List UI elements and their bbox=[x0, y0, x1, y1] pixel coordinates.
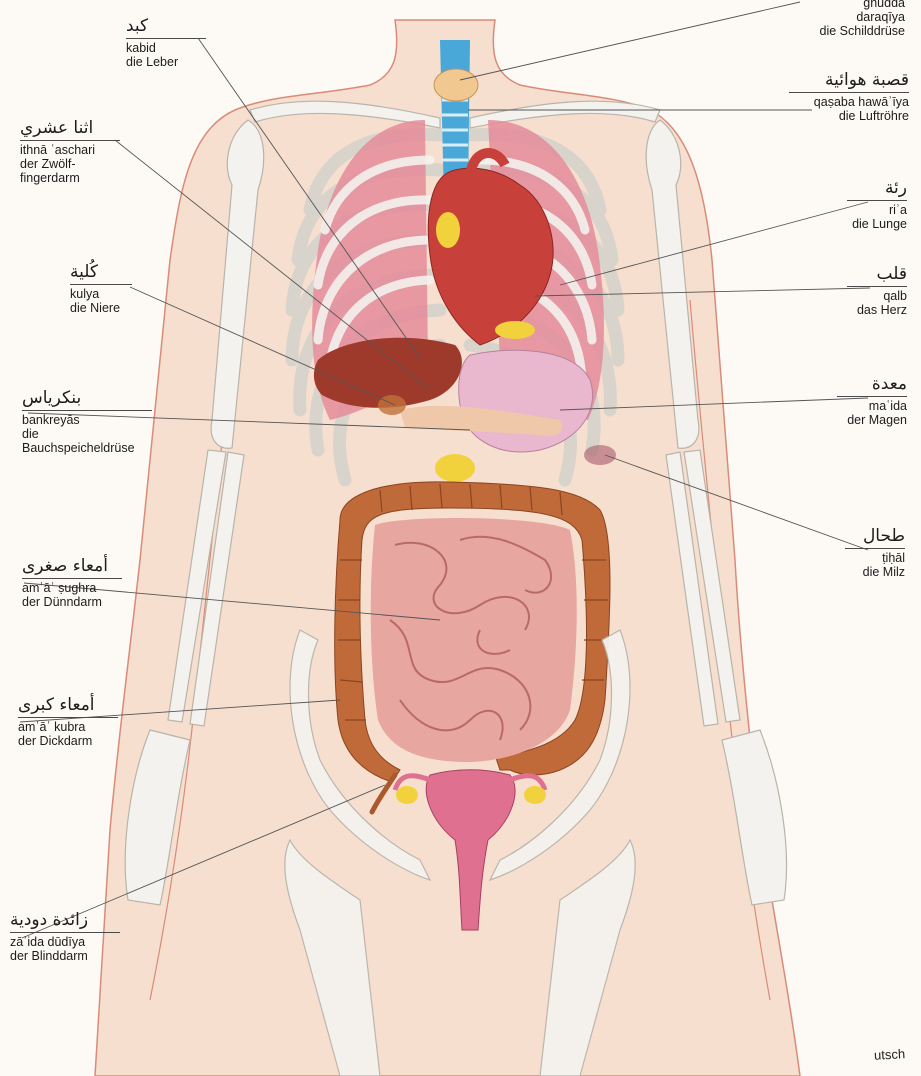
label-spleen-rule bbox=[845, 548, 905, 549]
label-trachea: قصبة هوائية qaṣaba hawāʾīya die Luftröhr… bbox=[789, 70, 909, 123]
label-liver-rule bbox=[126, 38, 206, 39]
label-stomach-arabic: معدة bbox=[837, 374, 907, 396]
label-small-intestine-arabic: أمعاء صغرى bbox=[22, 556, 122, 578]
label-pancreas: بنكرياس bankreyās die Bauchspeicheldrüse bbox=[22, 388, 152, 455]
small-intestine bbox=[371, 518, 577, 762]
label-appendix-arabic: زائدة دودية bbox=[10, 910, 120, 932]
label-appendix-translit: zāʾida dūdīya bbox=[10, 935, 120, 949]
label-pancreas-german-2: Bauchspeicheldrüse bbox=[22, 441, 152, 455]
label-duodenum-german-2: fingerdarm bbox=[20, 171, 120, 185]
label-appendix-german: der Blinddarm bbox=[10, 949, 120, 963]
label-appendix-rule bbox=[10, 932, 120, 933]
label-spleen-arabic: طحال bbox=[845, 526, 905, 548]
label-thyroid-translit-1: ghudda bbox=[785, 0, 905, 10]
label-spleen-translit: ṭiḥāl bbox=[845, 551, 905, 565]
label-lung-translit: riʾa bbox=[847, 203, 907, 217]
label-small-intestine: أمعاء صغرى amʿāʾ ṣughra der Dünndarm bbox=[22, 556, 122, 609]
label-large-intestine-translit: amʿāʾ kubra bbox=[18, 720, 118, 734]
label-stomach-translit: maʿida bbox=[837, 399, 907, 413]
label-heart-rule bbox=[847, 286, 907, 287]
label-spleen: طحال ṭiḥāl die Milz bbox=[845, 526, 905, 579]
label-large-intestine-german: der Dickdarm bbox=[18, 734, 118, 748]
label-thyroid: ghudda daraqīya die Schilddrüse bbox=[785, 0, 905, 38]
label-heart-translit: qalb bbox=[847, 289, 907, 303]
label-liver: كبد kabid die Leber bbox=[126, 16, 206, 69]
label-stomach-rule bbox=[837, 396, 907, 397]
label-trachea-arabic: قصبة هوائية bbox=[789, 70, 909, 92]
kidney bbox=[378, 395, 406, 415]
label-heart-arabic: قلب bbox=[847, 264, 907, 286]
thyroid-gland bbox=[434, 69, 478, 101]
label-kidney-arabic: كُلية bbox=[70, 262, 132, 284]
label-lung: رئة riʾa die Lunge bbox=[847, 178, 907, 231]
label-duodenum-translit: ithnā ʿaschari bbox=[20, 143, 120, 157]
label-liver-translit: kabid bbox=[126, 41, 206, 55]
label-kidney-rule bbox=[70, 284, 132, 285]
label-large-intestine: أمعاء كبرى amʿāʾ kubra der Dickdarm bbox=[18, 695, 118, 748]
label-pancreas-rule bbox=[22, 410, 152, 411]
label-heart-german: das Herz bbox=[847, 303, 907, 317]
label-kidney-german: die Niere bbox=[70, 301, 132, 315]
label-kidney-translit: kulya bbox=[70, 287, 132, 301]
label-thyroid-german: die Schilddrüse bbox=[785, 24, 905, 38]
label-liver-arabic: كبد bbox=[126, 16, 206, 38]
label-trachea-translit: qaṣaba hawāʾīya bbox=[789, 95, 909, 109]
label-appendix: زائدة دودية zāʾida dūdīya der Blinddarm bbox=[10, 910, 120, 963]
gallbladder-fat bbox=[435, 454, 475, 482]
label-stomach: معدة maʿida der Magen bbox=[837, 374, 907, 427]
label-stomach-german: der Magen bbox=[837, 413, 907, 427]
label-duodenum-rule bbox=[20, 140, 120, 141]
label-heart: قلب qalb das Herz bbox=[847, 264, 907, 317]
label-liver-german: die Leber bbox=[126, 55, 206, 69]
label-trachea-rule bbox=[789, 92, 909, 93]
label-small-intestine-german: der Dünndarm bbox=[22, 595, 122, 609]
label-lung-rule bbox=[847, 200, 907, 201]
spleen bbox=[584, 445, 616, 465]
leader-thyroid bbox=[460, 2, 800, 80]
label-pancreas-translit: bankreyās bbox=[22, 413, 152, 427]
label-duodenum-german-1: der Zwölf- bbox=[20, 157, 120, 171]
label-thyroid-translit-2: daraqīya bbox=[785, 10, 905, 24]
label-large-intestine-rule bbox=[18, 717, 118, 718]
label-small-intestine-rule bbox=[22, 578, 122, 579]
label-small-intestine-translit: amʿāʾ ṣughra bbox=[22, 581, 122, 595]
label-kidney: كُلية kulya die Niere bbox=[70, 262, 132, 315]
label-large-intestine-arabic: أمعاء كبرى bbox=[18, 695, 118, 717]
label-spleen-german: die Milz bbox=[845, 565, 905, 579]
label-lung-arabic: رئة bbox=[847, 178, 907, 200]
label-duodenum: اثنا عشري ithnā ʿaschari der Zwölf- fing… bbox=[20, 118, 120, 185]
label-pancreas-arabic: بنكرياس bbox=[22, 388, 152, 410]
label-trachea-german: die Luftröhre bbox=[789, 109, 909, 123]
label-pancreas-german-1: die bbox=[22, 427, 152, 441]
label-lung-german: die Lunge bbox=[847, 217, 907, 231]
footer-word: utsch bbox=[874, 1046, 906, 1063]
label-duodenum-arabic: اثنا عشري bbox=[20, 118, 120, 140]
